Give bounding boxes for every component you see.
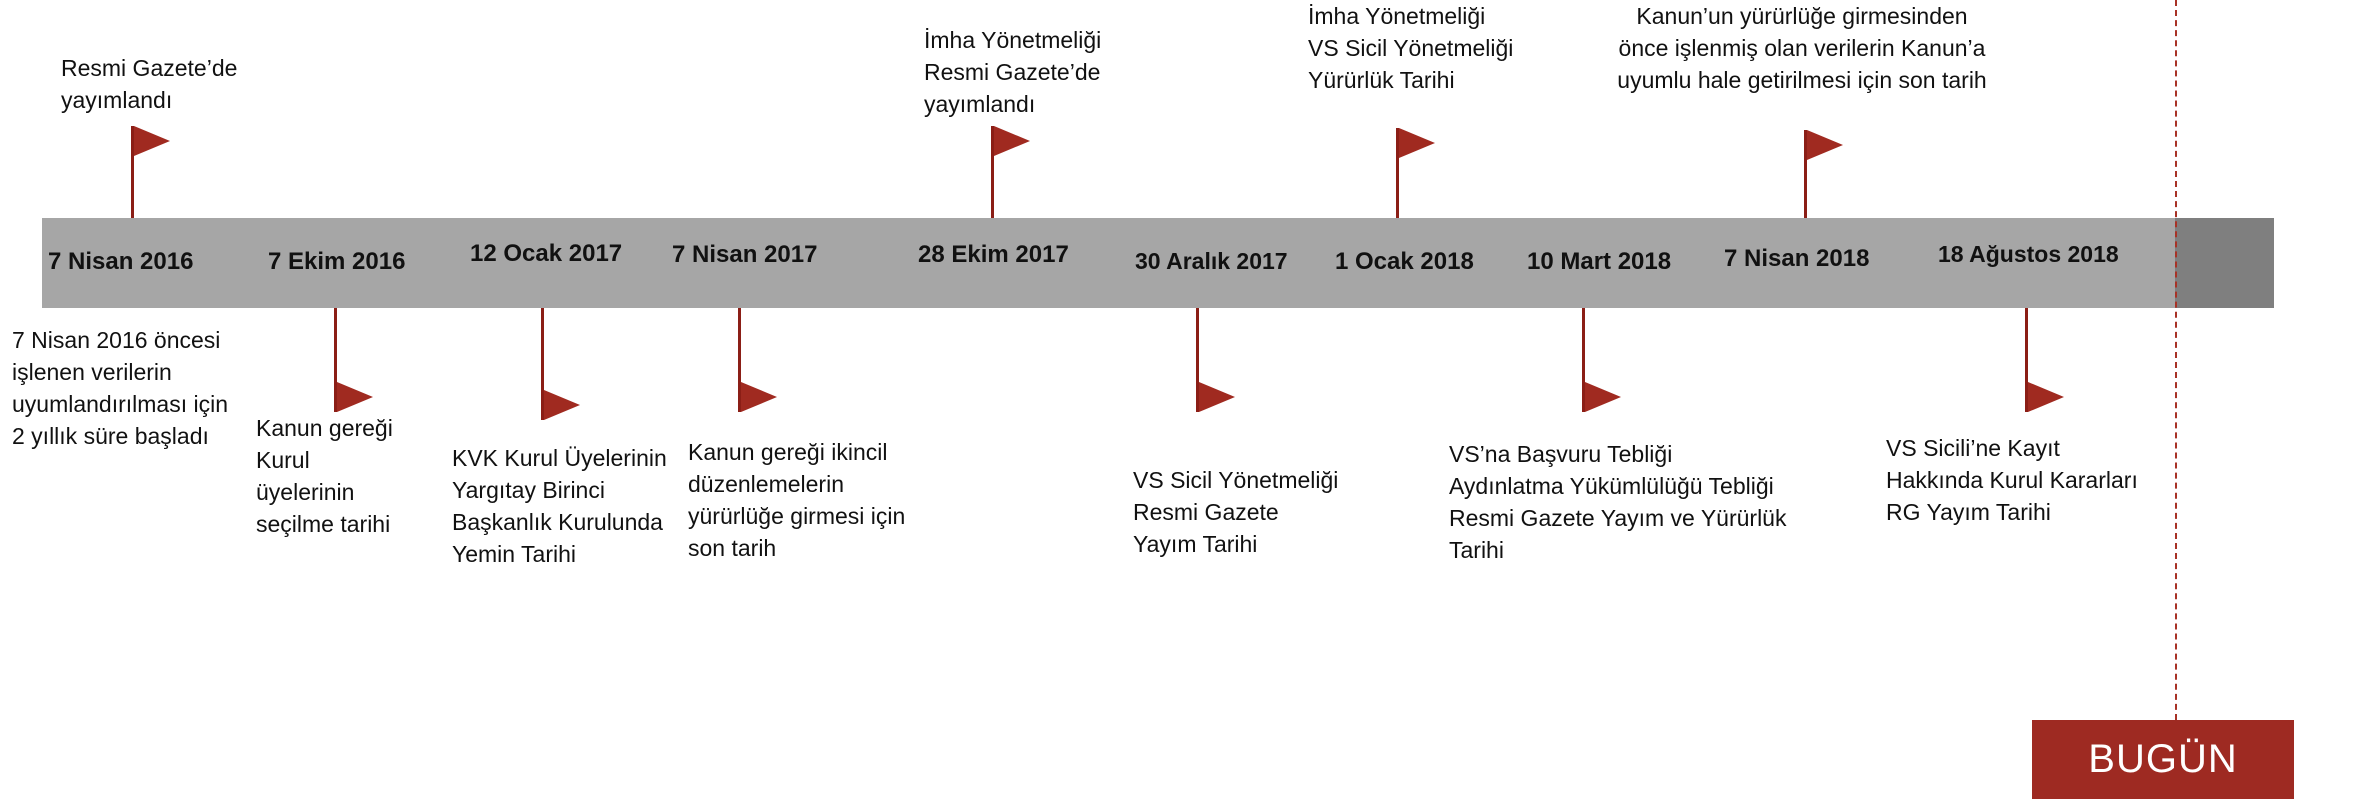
note-line: İmha Yönetmeliği: [1308, 3, 1486, 29]
note-line: Yargıtay Birinci: [452, 477, 605, 503]
note-line: Yemin Tarihi: [452, 541, 577, 567]
flag-pole: [1196, 308, 1199, 412]
flag-pole: [2025, 308, 2028, 412]
note-line: önce işlenmiş olan verilerin Kanun’a: [1618, 35, 1986, 61]
flag-pole: [1582, 308, 1585, 412]
note-line: Yürürlük Tarihi: [1308, 67, 1455, 93]
flag-pennant: [2028, 382, 2064, 412]
date-label-2017-10-28: 28 Ekim 2017: [918, 241, 1069, 268]
flag-pole: [131, 126, 134, 218]
note-line: Yayım Tarihi: [1133, 531, 1258, 557]
event-note-2018-08-18: VS Sicili’ne Kayıt Hakkında Kurul Kararl…: [1886, 432, 2138, 528]
event-note-2017-04-07: Kanun gereği ikincil düzenlemelerin yürü…: [688, 436, 905, 564]
note-line: İmha Yönetmeliği: [924, 27, 1102, 53]
flag-pole: [738, 308, 741, 412]
note-line: VS’na Başvuru Tebliği: [1449, 441, 1673, 467]
note-line: üyelerinin: [256, 479, 355, 505]
note-line: Kanun gereği: [256, 415, 393, 441]
date-label-2018-01-01: 1 Ocak 2018: [1335, 248, 1474, 275]
note-line: KVK Kurul Üyelerinin: [452, 445, 667, 471]
flag-pennant: [994, 126, 1030, 156]
flag-pennant: [1199, 382, 1235, 412]
today-marker-line: [2175, 0, 2177, 730]
flag-pennant: [544, 390, 580, 420]
note-line: Kurul: [256, 447, 310, 473]
event-note-2018-03-10: VS’na Başvuru Tebliği Aydınlatma Yükümlü…: [1449, 438, 1786, 566]
note-line: VS Sicil Yönetmeliği: [1133, 467, 1339, 493]
note-line: düzenlemelerin: [688, 471, 844, 497]
flag-pennant: [337, 382, 373, 412]
note-line: Başkanlık Kurulunda: [452, 509, 663, 535]
timeline-bar: [42, 218, 2175, 308]
flag-pennant: [1585, 382, 1621, 412]
flag-pennant: [1807, 130, 1843, 160]
note-line: Resmi Gazete Yayım ve Yürürlük: [1449, 505, 1787, 531]
date-label-2017-12-30: 30 Aralık 2017: [1135, 248, 1288, 274]
note-line: işlenen verilerin: [12, 359, 172, 385]
flag-pole: [1804, 130, 1807, 218]
event-note-2017-01-12: KVK Kurul Üyelerinin Yargıtay Birinci Ba…: [452, 442, 667, 570]
note-line: Kanun gereği ikincil: [688, 439, 888, 465]
flag-pennant: [741, 382, 777, 412]
date-label-2016-04-07: 7 Nisan 2016: [48, 248, 194, 275]
note-line: 7 Nisan 2016 öncesi: [12, 327, 221, 353]
flag-pole: [541, 308, 544, 420]
flag-pole: [991, 126, 994, 218]
note-line: Resmi Gazete’de: [61, 55, 238, 81]
note-line: Resmi Gazete: [1133, 499, 1279, 525]
note-line: Kanun’un yürürlüğe girmesinden: [1636, 3, 1968, 29]
today-label: BUGÜN: [2088, 737, 2238, 781]
event-note-2018-01-01: İmha Yönetmeliği VS Sicil Yönetmeliği Yü…: [1308, 0, 1513, 96]
note-line: VS Sicili’ne Kayıt: [1886, 435, 2060, 461]
note-line: yayımlandı: [61, 87, 173, 113]
note-line: Hakkında Kurul Kararları: [1886, 467, 2138, 493]
note-line: RG Yayım Tarihi: [1886, 499, 2051, 525]
note-line: Resmi Gazete’de: [924, 59, 1101, 85]
note-line: 2 yıllık süre başladı: [12, 423, 209, 449]
note-line: yürürlüğe girmesi için: [688, 503, 906, 529]
note-line: Tarihi: [1449, 537, 1504, 563]
timeline-bar-future-segment: [2175, 218, 2274, 308]
note-line: son tarih: [688, 535, 777, 561]
note-line: Aydınlatma Yükümlülüğü Tebliği: [1449, 473, 1774, 499]
date-label-2018-03-10: 10 Mart 2018: [1527, 248, 1672, 275]
today-badge: BUGÜN: [2032, 720, 2294, 799]
flag-pennant: [1399, 128, 1435, 158]
flag-pole: [334, 308, 337, 412]
date-label-2016-10-07: 7 Ekim 2016: [268, 248, 406, 275]
date-label-2017-04-07: 7 Nisan 2017: [672, 241, 818, 268]
event-note-2016-10-07: Kanun gereği Kurul üyelerinin seçilme ta…: [256, 412, 393, 540]
date-label-2018-04-07: 7 Nisan 2018: [1724, 245, 1870, 272]
note-line: uyumlandırılması için: [12, 391, 229, 417]
flag-pole: [1396, 128, 1399, 218]
note-line: uyumlu hale getirilmesi için son tarih: [1617, 67, 1987, 93]
event-note-2016-04-07-publication: Resmi Gazete’de yayımlandı: [61, 52, 237, 116]
note-line: seçilme tarihi: [256, 511, 391, 537]
date-label-2018-08-18: 18 Ağustos 2018: [1938, 241, 2119, 267]
event-note-2016-04-07-transition: 7 Nisan 2016 öncesi işlenen verilerin uy…: [12, 324, 228, 452]
event-note-2017-10-28: İmha Yönetmeliği Resmi Gazete’de yayımla…: [924, 24, 1101, 120]
note-line: VS Sicil Yönetmeliği: [1308, 35, 1514, 61]
event-note-2017-12-30: VS Sicil Yönetmeliği Resmi Gazete Yayım …: [1133, 464, 1338, 560]
note-line: yayımlandı: [924, 91, 1036, 117]
event-note-2018-04-07: Kanun’un yürürlüğe girmesinden önce işle…: [1582, 0, 2022, 96]
date-label-2017-01-12: 12 Ocak 2017: [470, 240, 623, 267]
flag-pennant: [134, 126, 170, 156]
